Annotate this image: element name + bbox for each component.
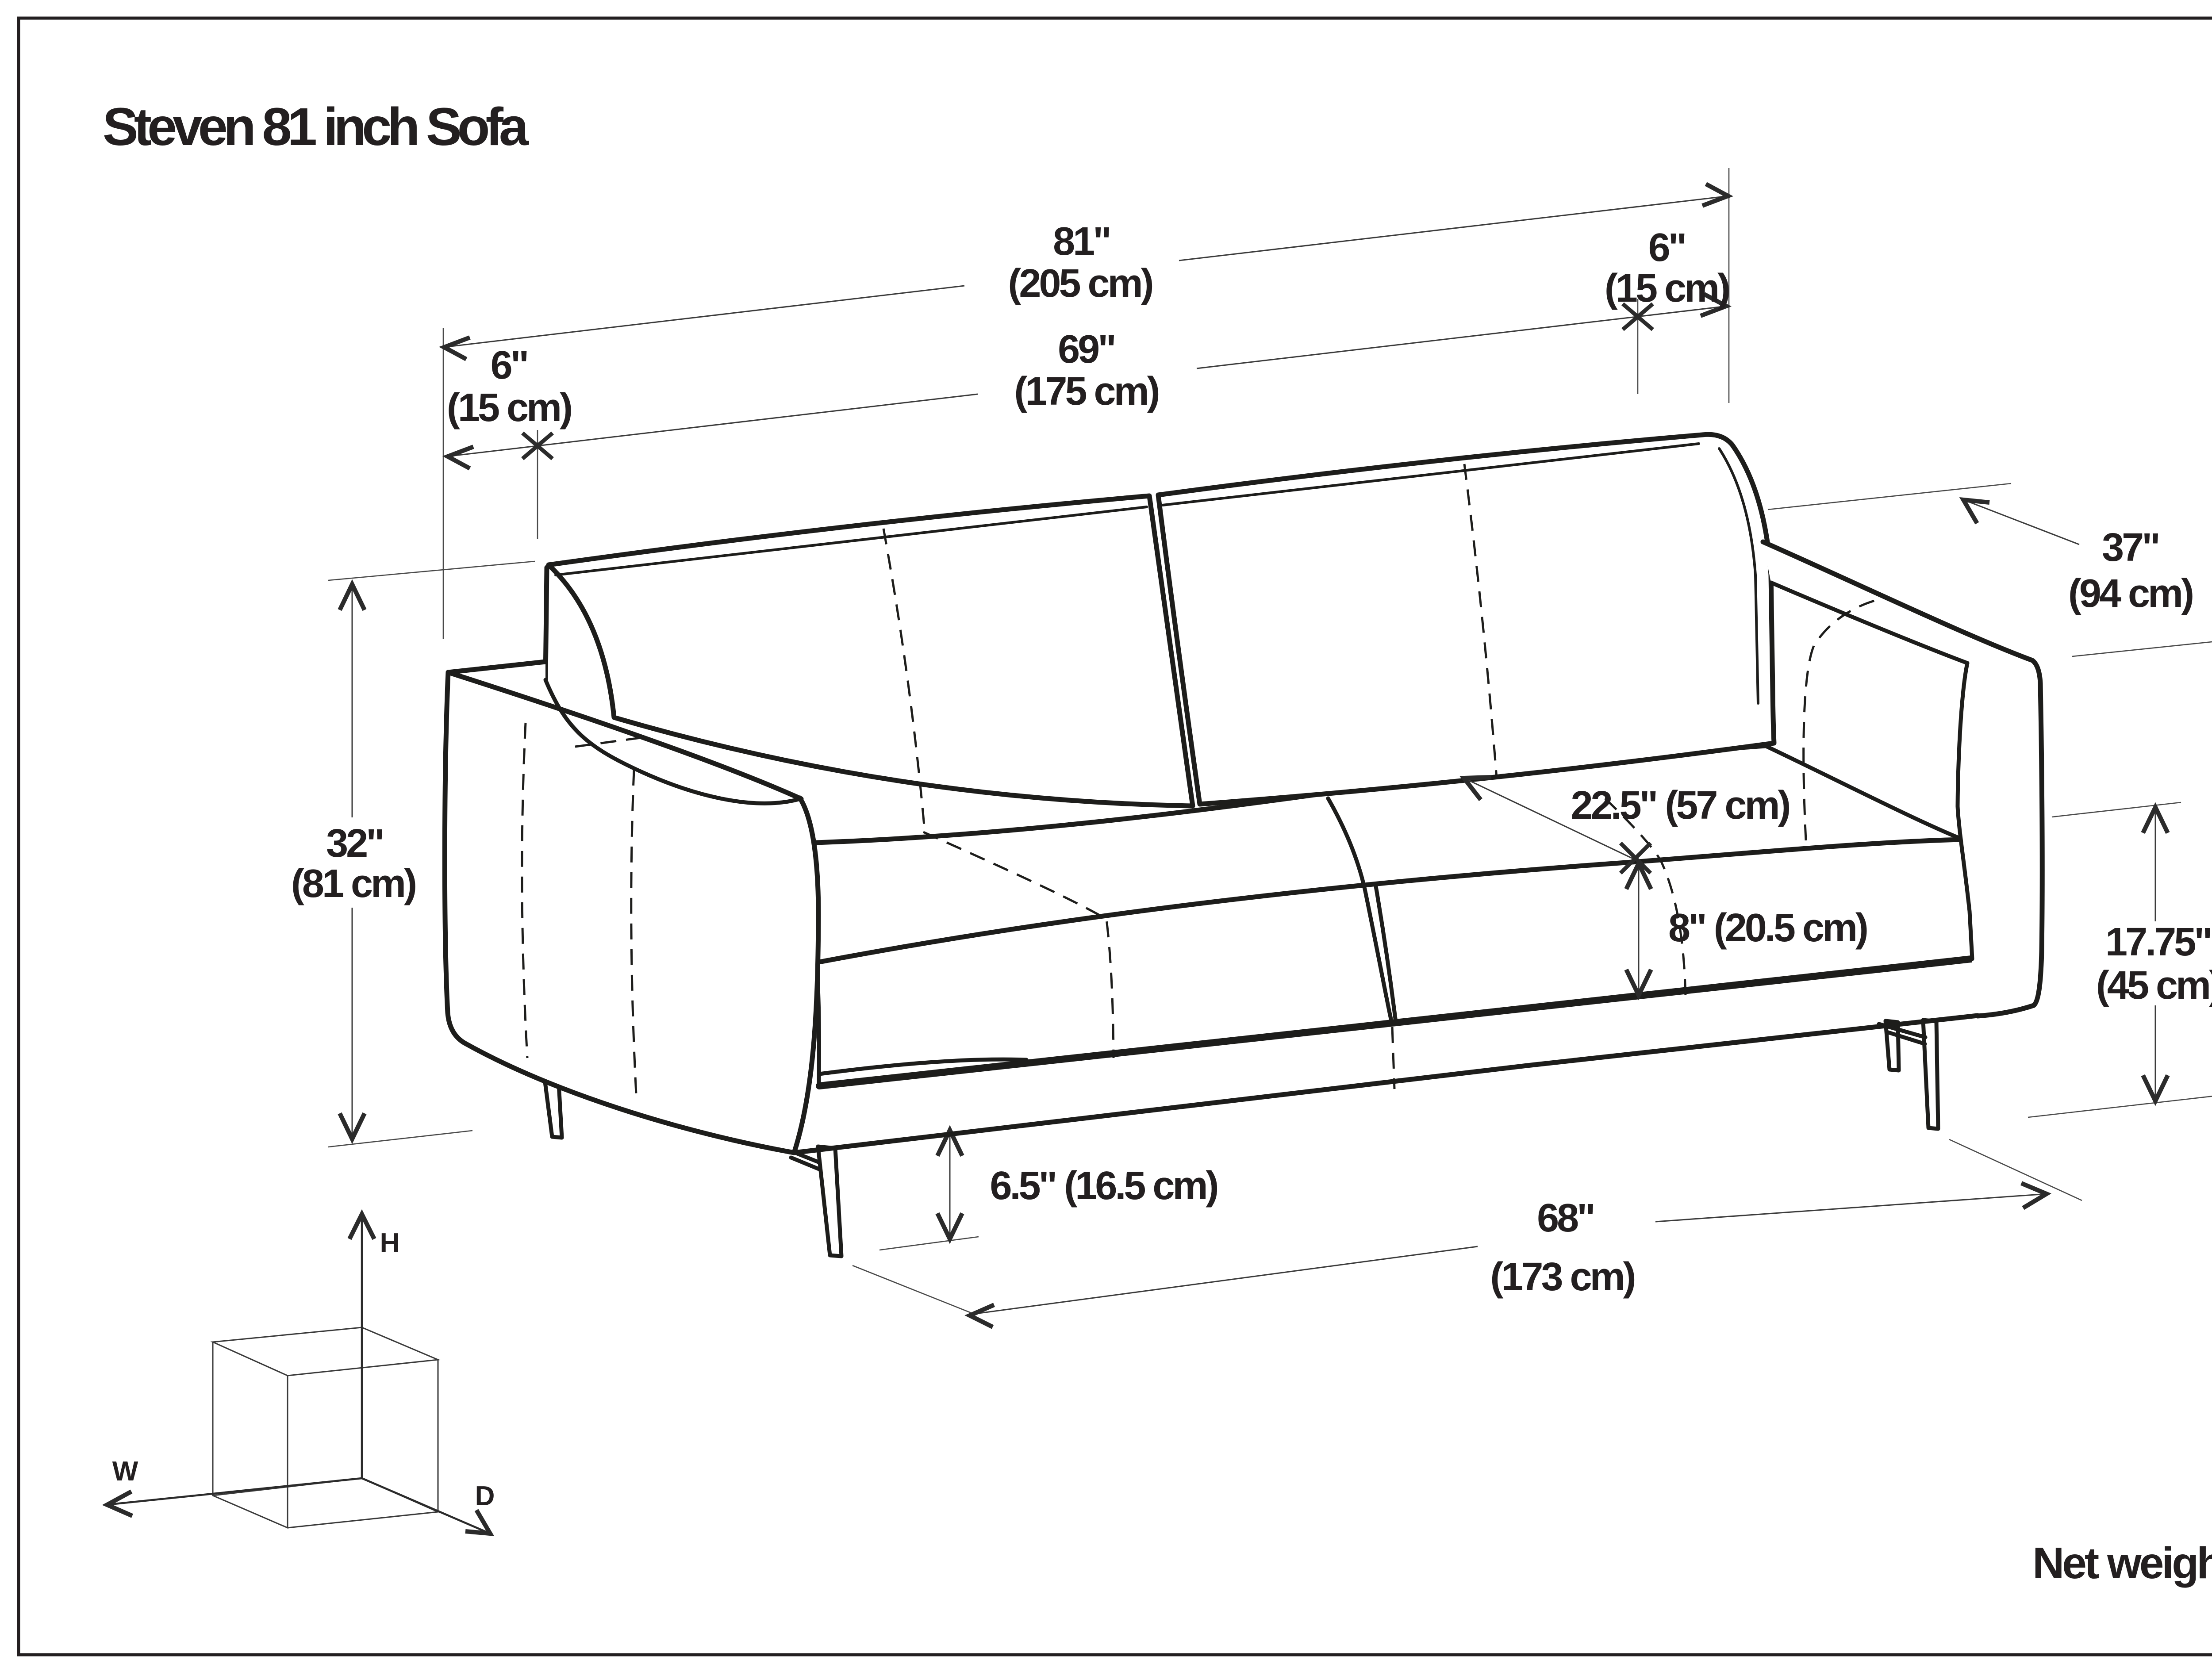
svg-text:22.5" (57 cm): 22.5" (57 cm): [1571, 783, 1790, 828]
svg-text:8" (20.5 cm): 8" (20.5 cm): [1668, 906, 1867, 950]
svg-text:32": 32": [326, 821, 383, 866]
svg-text:(173 cm): (173 cm): [1490, 1255, 1634, 1299]
svg-text:(205 cm): (205 cm): [1008, 261, 1152, 306]
svg-text:69": 69": [1058, 327, 1114, 372]
svg-text:W: W: [112, 1456, 138, 1487]
svg-text:6.5" (16.5 cm): 6.5" (16.5 cm): [990, 1164, 1217, 1208]
svg-text:6.5" (16.5 cm): 6.5" (16.5 cm): [990, 1164, 1217, 1208]
svg-text:Steven 81 inch Sofa: Steven 81 inch Sofa: [103, 96, 530, 157]
svg-text:6": 6": [491, 343, 527, 387]
svg-text:37": 37": [2102, 525, 2158, 570]
svg-text:81": 81": [1053, 219, 1110, 264]
svg-text:68": 68": [1537, 1196, 1594, 1240]
svg-text:(81 cm): (81 cm): [291, 862, 415, 906]
svg-text:H: H: [380, 1228, 400, 1258]
svg-text:(15 cm): (15 cm): [1605, 266, 1729, 311]
svg-text:(175 cm): (175 cm): [1014, 369, 1158, 414]
svg-text:Net weight: 105 lbs / 48 Kgs: Net weight: 105 lbs / 48 Kgs: [2032, 1538, 2212, 1588]
svg-text:(45 cm): (45 cm): [2096, 963, 2212, 1008]
svg-text:D: D: [475, 1481, 495, 1511]
svg-text:17.75": 17.75": [2105, 920, 2211, 964]
svg-text:(94 cm): (94 cm): [2068, 571, 2193, 616]
svg-text:6": 6": [1648, 226, 1685, 270]
svg-text:(15 cm): (15 cm): [447, 386, 571, 430]
